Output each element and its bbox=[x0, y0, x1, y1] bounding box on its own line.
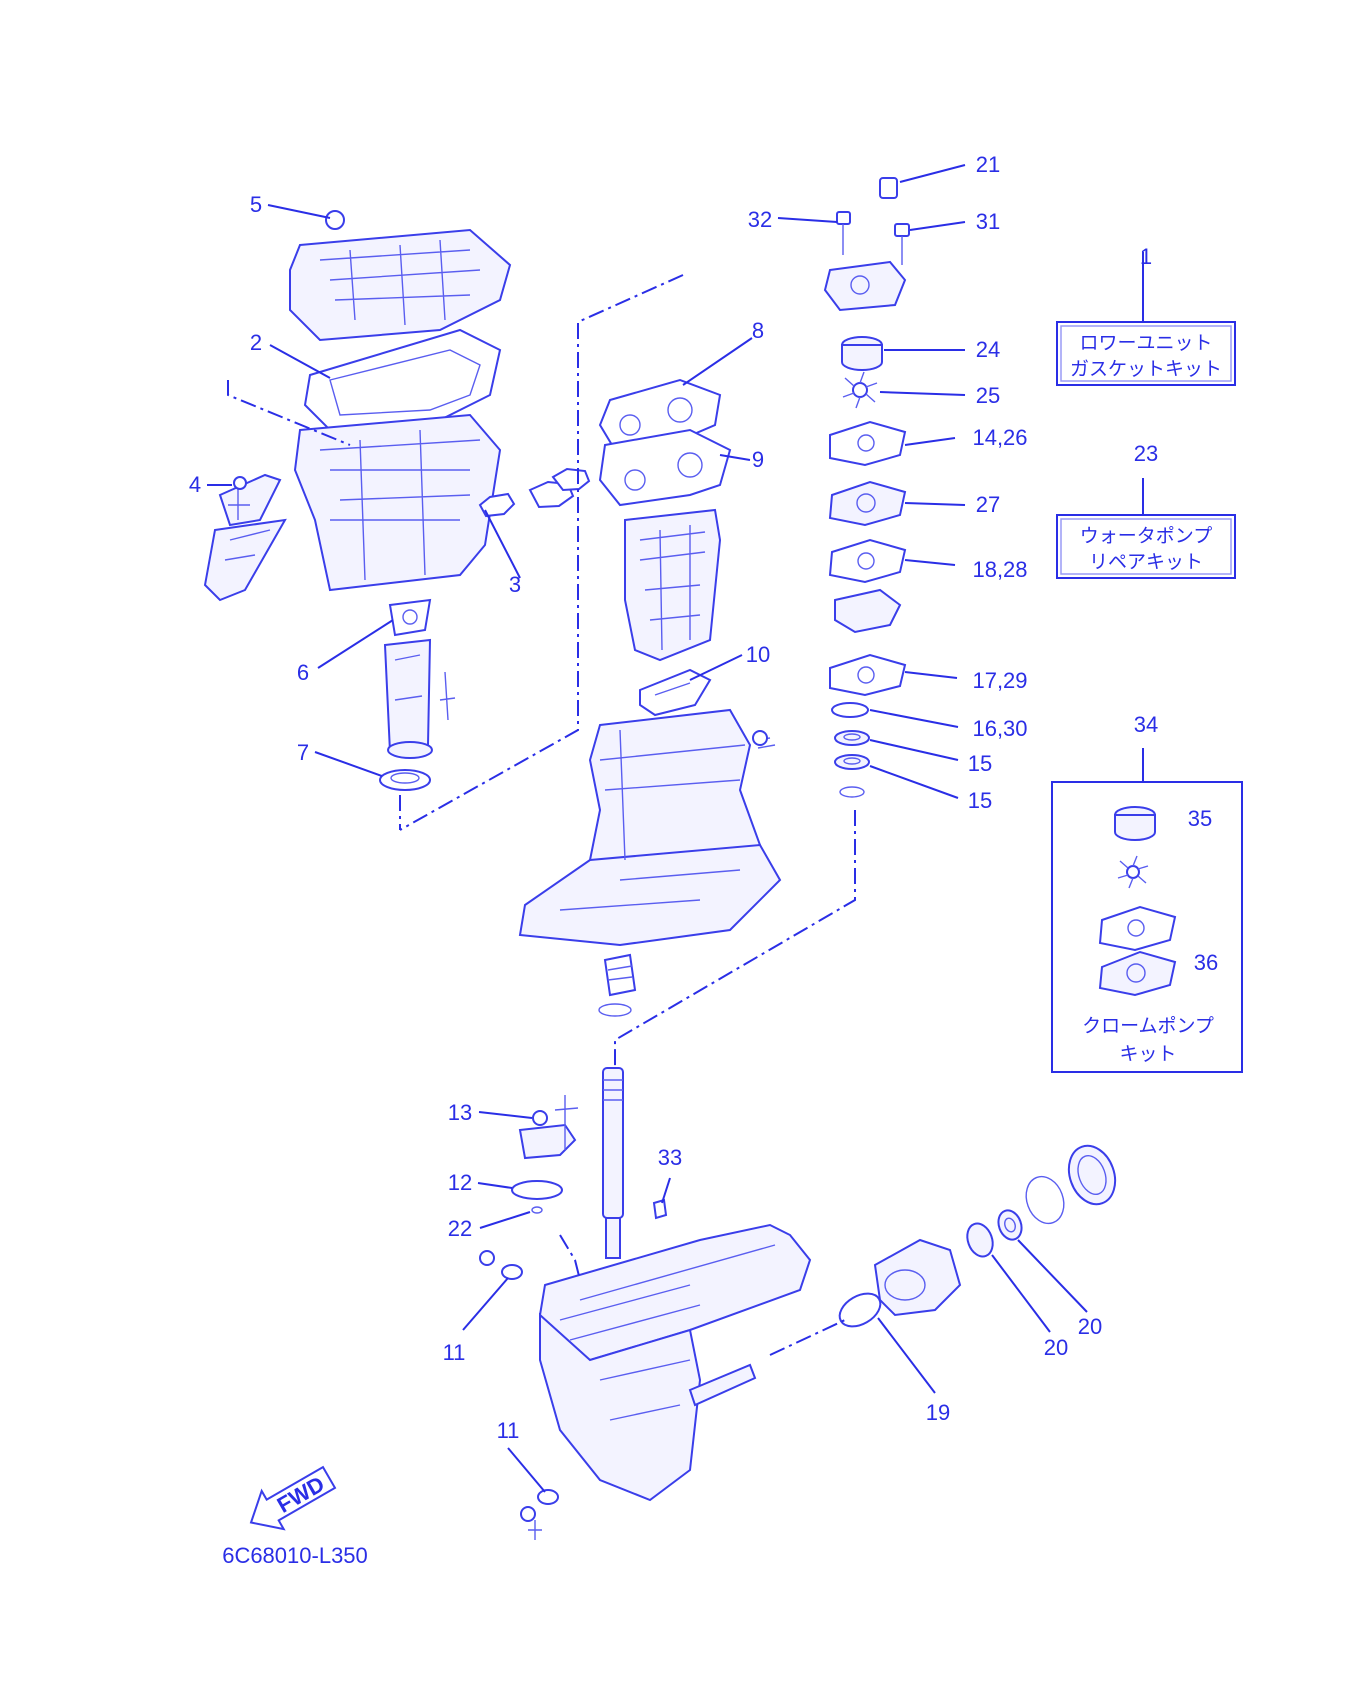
callout-15-upper: 15 bbox=[968, 751, 992, 776]
callout-labels: 5 2 4 3 6 7 8 9 10 21 31 32 1 24 25 14,2… bbox=[189, 152, 1218, 1443]
kit-box-gasket: ロワーユニット ガスケットキット bbox=[1056, 321, 1236, 386]
kit-water-pump-line2: リペアキット bbox=[1089, 551, 1203, 573]
fwd-arrow: FWD bbox=[249, 1465, 337, 1531]
callout-12: 12 bbox=[448, 1170, 472, 1195]
callout-11-lower: 11 bbox=[497, 1418, 520, 1443]
callout-20-left: 20 bbox=[1044, 1335, 1068, 1360]
callout-34: 34 bbox=[1134, 712, 1158, 737]
callout-9: 9 bbox=[752, 447, 764, 472]
callout-25: 25 bbox=[976, 383, 1000, 408]
callout-14-26: 14,26 bbox=[972, 425, 1027, 450]
callout-13: 13 bbox=[448, 1100, 472, 1125]
diagram-code: 6C68010-L350 bbox=[222, 1543, 368, 1568]
callout-23: 23 bbox=[1134, 441, 1158, 466]
callout-20-right: 20 bbox=[1078, 1314, 1102, 1339]
callout-17-29: 17,29 bbox=[972, 668, 1027, 693]
kit-water-pump-line1: ウォータポンプ bbox=[1080, 525, 1212, 547]
kit-gasket-line1: ロワーユニット bbox=[1079, 332, 1212, 354]
callout-4: 4 bbox=[189, 472, 201, 497]
callout-11-upper: 11 bbox=[443, 1340, 466, 1365]
callout-21: 21 bbox=[976, 152, 1000, 177]
upper-casing-assembly bbox=[203, 210, 591, 791]
kit-box-chrome-pump: クロームポンプ キット bbox=[1051, 781, 1243, 1073]
callout-22: 22 bbox=[448, 1216, 472, 1241]
callout-33: 33 bbox=[658, 1145, 682, 1170]
callout-6: 6 bbox=[297, 660, 309, 685]
callout-16-30: 16,30 bbox=[972, 716, 1027, 741]
callout-19: 19 bbox=[926, 1400, 950, 1425]
callout-8: 8 bbox=[752, 318, 764, 343]
callout-24: 24 bbox=[976, 337, 1000, 362]
lower-unit-assembly bbox=[479, 1067, 1117, 1540]
kit-box-water-pump: ウォータポンプ リペアキット bbox=[1056, 514, 1236, 579]
water-pump-parts bbox=[823, 177, 910, 798]
assembly-lines bbox=[227, 274, 856, 1356]
callout-7: 7 bbox=[297, 740, 309, 765]
callout-18-28: 18,28 bbox=[972, 557, 1027, 582]
callout-35: 35 bbox=[1188, 806, 1212, 831]
kit-chrome-pump-line2: キット bbox=[1119, 1043, 1176, 1065]
kit-chrome-pump-line1: クロームポンプ bbox=[1082, 1015, 1214, 1037]
kit-gasket-line2: ガスケットキット bbox=[1070, 358, 1222, 380]
callout-15-lower: 15 bbox=[968, 788, 992, 813]
callout-5: 5 bbox=[250, 192, 262, 217]
callout-2: 2 bbox=[250, 330, 262, 355]
callout-32: 32 bbox=[748, 207, 772, 232]
callout-36: 36 bbox=[1194, 950, 1218, 975]
callout-3: 3 bbox=[509, 572, 521, 597]
middle-casing-assembly bbox=[518, 378, 782, 1017]
callout-27: 27 bbox=[976, 492, 1000, 517]
callout-10: 10 bbox=[746, 642, 770, 667]
callout-31: 31 bbox=[976, 209, 1000, 234]
callout-1: 1 bbox=[1140, 244, 1152, 269]
